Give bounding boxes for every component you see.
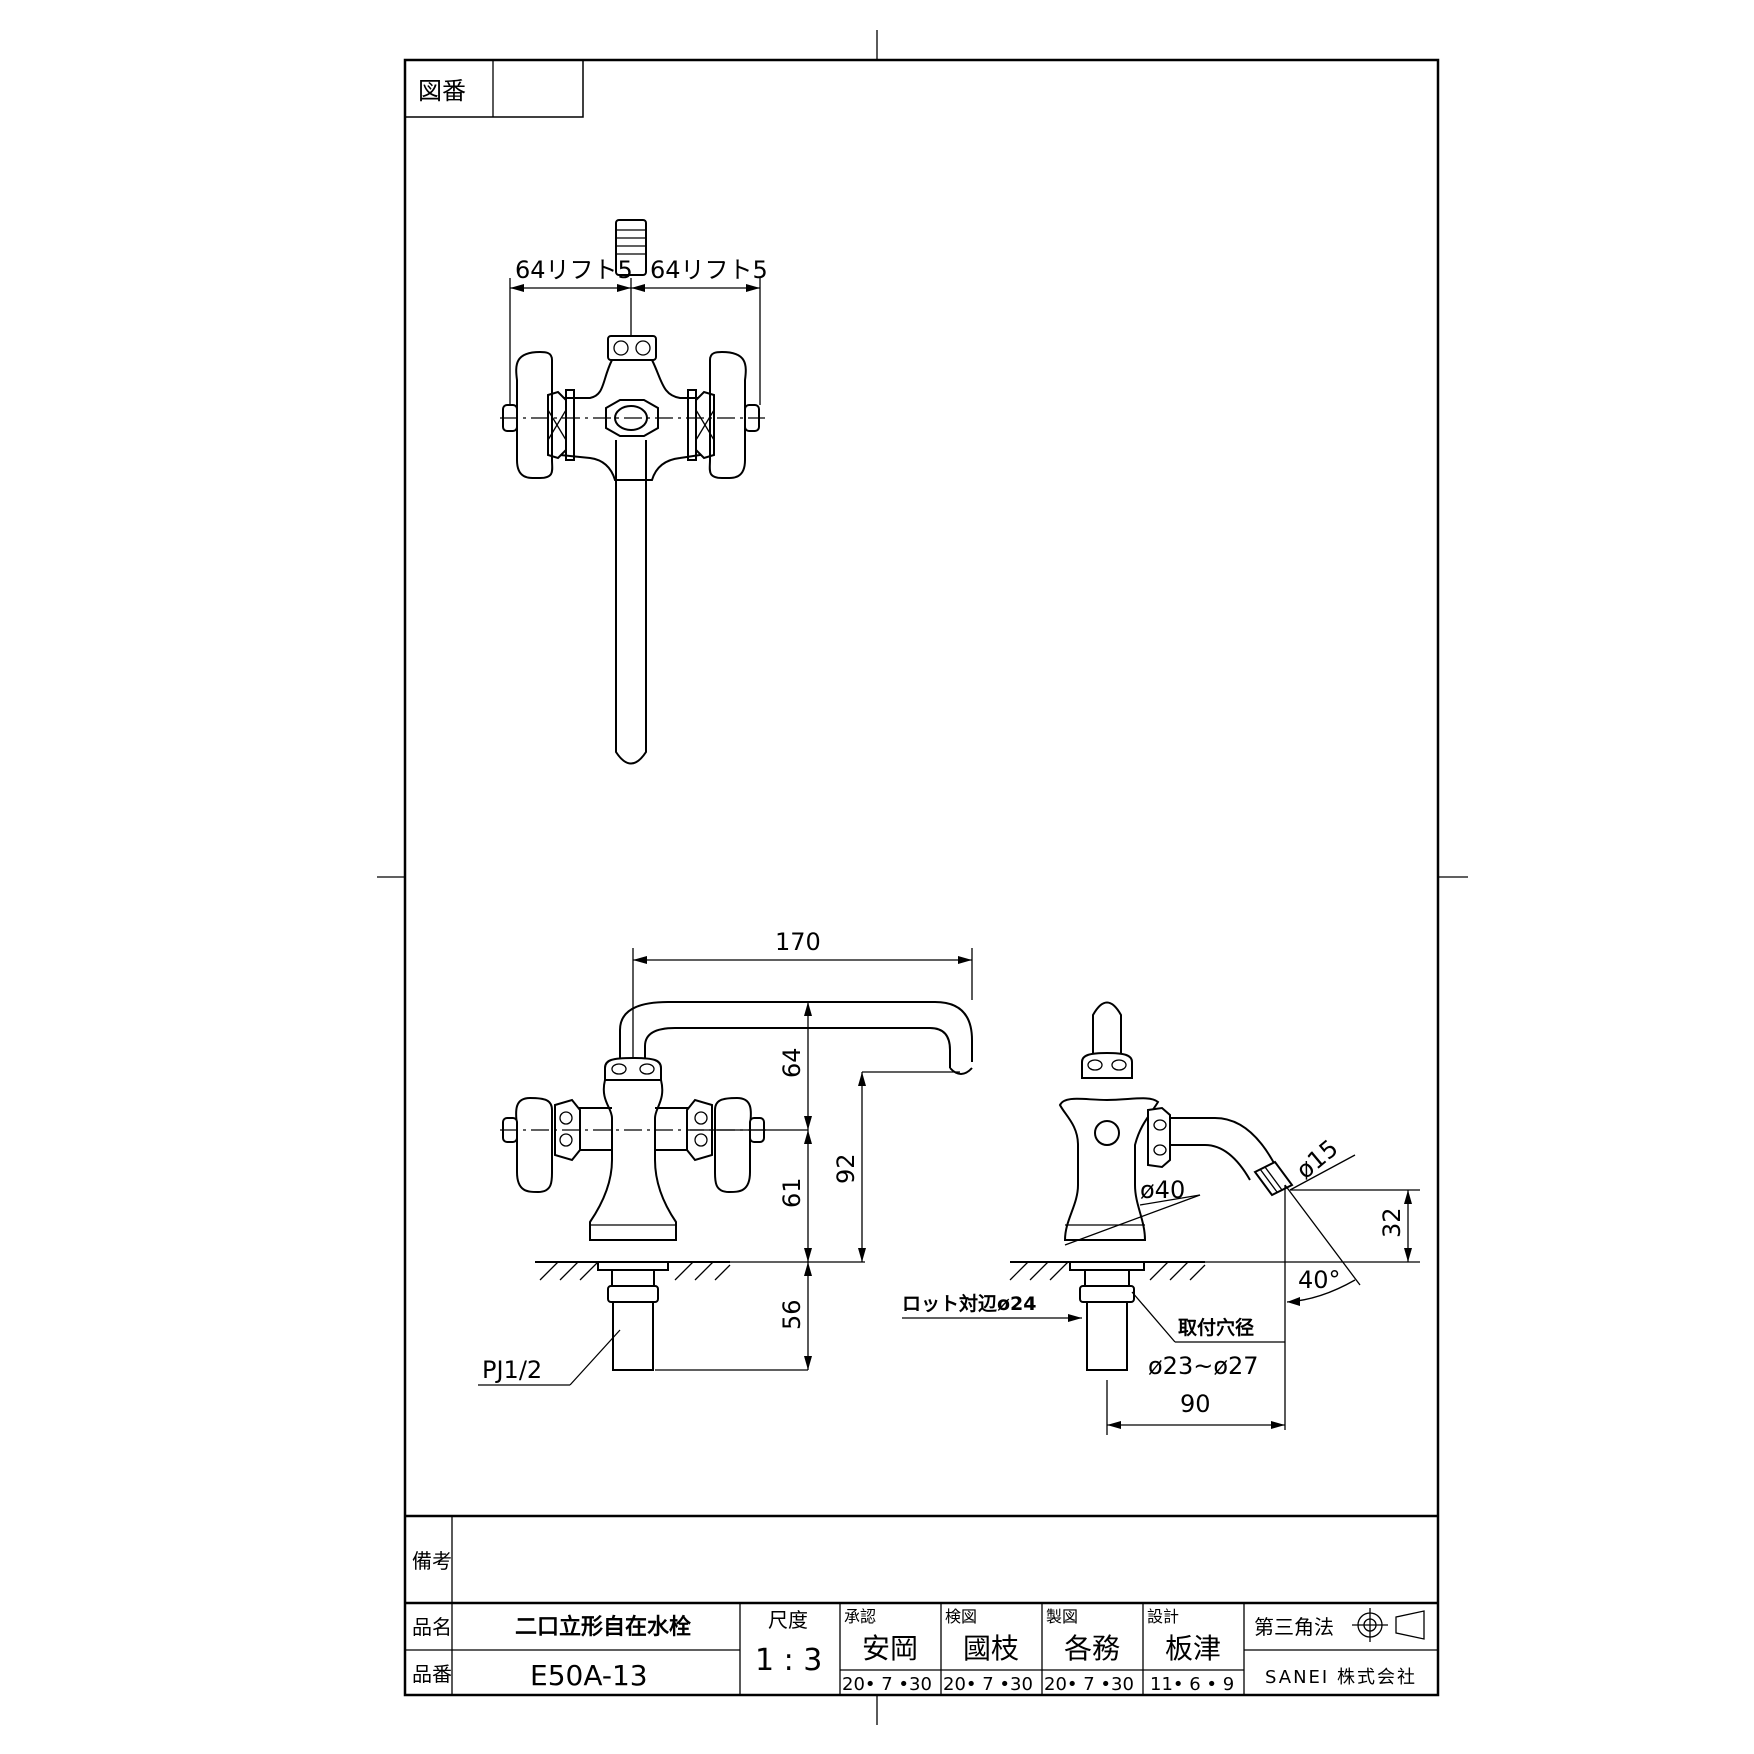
dim-64: 64 [778, 1047, 806, 1078]
dim-90: 90 [1180, 1390, 1211, 1418]
dim-32: 32 [1378, 1207, 1406, 1238]
dim-dia-15: ø15 [1291, 1134, 1344, 1185]
designed-name: 板津 [1165, 1632, 1221, 1665]
approved-name: 安岡 [862, 1632, 918, 1665]
sheet-border [403, 58, 1440, 1697]
designed-label: 設計 [1147, 1607, 1179, 1626]
product-no-label: 品番 [412, 1662, 452, 1686]
dim-right-lift: 64リフト5 [650, 256, 768, 284]
designed-date: 11• 6 • 9 [1150, 1674, 1234, 1695]
dim-mount-hole-label: 取付穴径 [1178, 1316, 1254, 1339]
remarks-label: 備考 [412, 1549, 452, 1573]
dim-92: 92 [832, 1153, 860, 1184]
drawn-name: 各務 [1064, 1632, 1120, 1665]
product-name: 二口立形自在水栓 [515, 1614, 691, 1640]
dim-170: 170 [775, 928, 821, 956]
drawn-label: 製図 [1046, 1607, 1078, 1626]
front-view: 170 64 61 56 92 PJ1/2 [478, 928, 973, 1386]
title-block: 備考 品名 二口立形自在水栓 品番 E50A-13 尺度 1 : 3 承認 安岡… [405, 1514, 1438, 1695]
dim-61: 61 [778, 1177, 806, 1208]
projection-label: 第三角法 [1254, 1615, 1334, 1639]
product-no: E50A-13 [530, 1659, 648, 1692]
dim-thread: PJ1/2 [482, 1356, 542, 1384]
dim-left-lift: 64リフト5 [515, 256, 633, 284]
product-name-label: 品名 [412, 1615, 452, 1639]
scale-value: 1 : 3 [755, 1643, 822, 1678]
top-view: 64リフト5 64リフト5 [500, 219, 768, 765]
scale-label: 尺度 [768, 1608, 808, 1632]
checked-label: 検図 [945, 1607, 977, 1626]
drawing-number-box: 図番 [404, 59, 584, 118]
drawn-date: 20• 7 •30 [1044, 1674, 1134, 1695]
dim-lock-nut: ロット対辺ø24 [902, 1292, 1037, 1315]
company-name: SANEI 株式会社 [1265, 1667, 1417, 1688]
center-marks [377, 30, 1468, 1725]
dim-56: 56 [778, 1299, 806, 1330]
dim-dia-40: ø40 [1140, 1176, 1185, 1204]
dim-angle-40: 40° [1298, 1266, 1341, 1294]
side-view: ø40 ø15 32 40° ロット対辺ø24 取付穴径 ø23~ø27 90 [902, 1001, 1420, 1435]
dim-mount-hole-range: ø23~ø27 [1148, 1352, 1259, 1380]
drawing-no-label: 図番 [418, 77, 466, 105]
approved-label: 承認 [844, 1607, 876, 1626]
checked-date: 20• 7 •30 [943, 1674, 1033, 1695]
checked-name: 國枝 [963, 1632, 1019, 1665]
approved-date: 20• 7 •30 [842, 1674, 932, 1695]
third-angle-projection-icon [1352, 1608, 1425, 1642]
